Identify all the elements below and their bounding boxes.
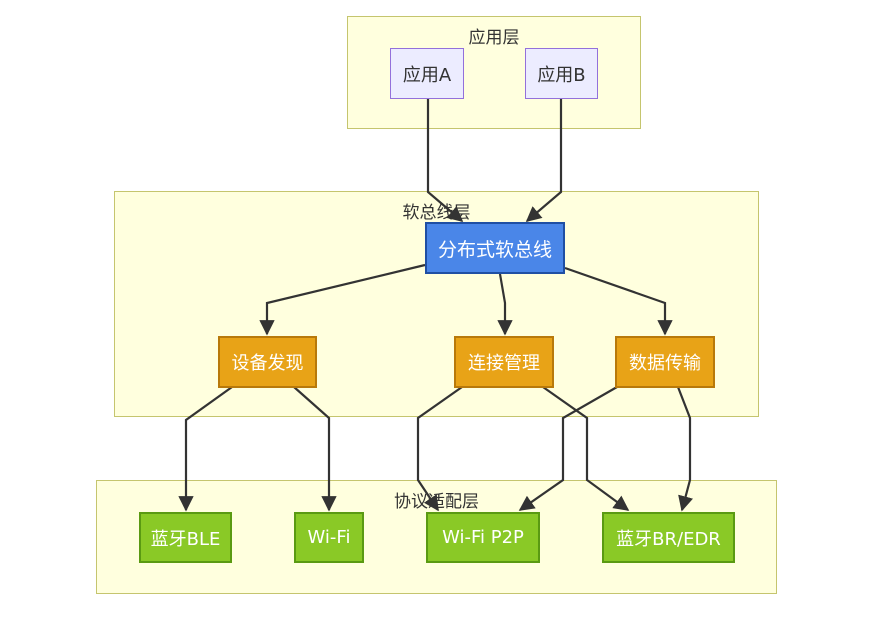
- wifi-p2p-node[interactable]: Wi-Fi P2P: [426, 512, 540, 563]
- data-transfer-node[interactable]: 数据传输: [615, 336, 715, 388]
- app-b-node[interactable]: 应用B: [525, 48, 598, 99]
- soft-bus-node[interactable]: 分布式软总线: [425, 222, 565, 274]
- protocol-layer-title: 协议适配层: [394, 492, 479, 512]
- app-a-node[interactable]: 应用A: [390, 48, 464, 99]
- wifi-node[interactable]: Wi-Fi: [294, 512, 364, 563]
- app-layer-title: 应用层: [468, 28, 520, 48]
- connection-management-node[interactable]: 连接管理: [454, 336, 554, 388]
- ble-node[interactable]: 蓝牙BLE: [139, 512, 232, 563]
- bt-br-edr-node[interactable]: 蓝牙BR/EDR: [602, 512, 735, 563]
- bus-layer-title: 软总线层: [402, 203, 471, 223]
- device-discovery-node[interactable]: 设备发现: [218, 336, 317, 388]
